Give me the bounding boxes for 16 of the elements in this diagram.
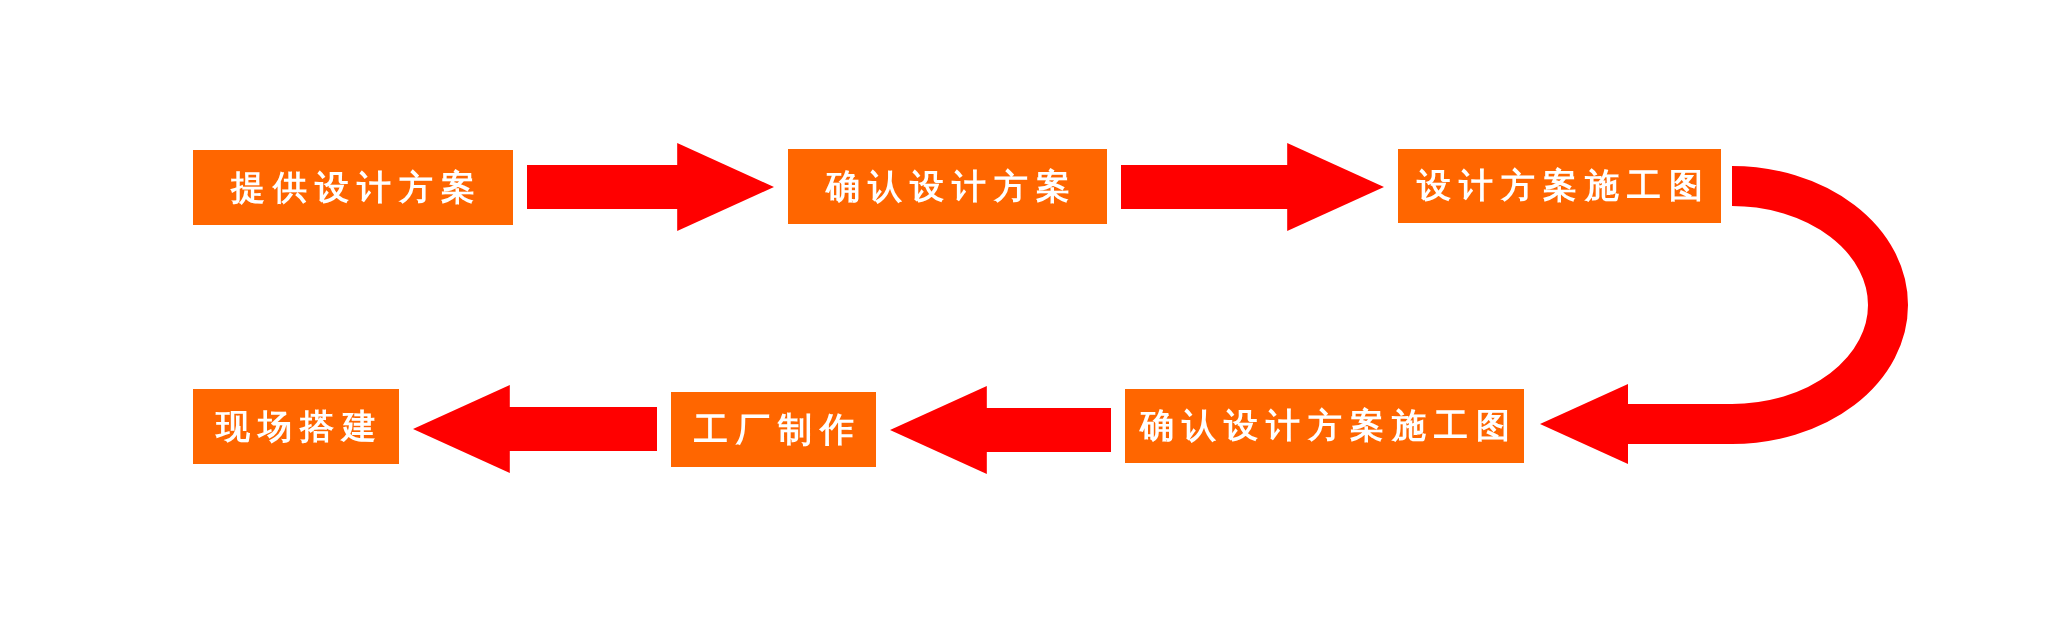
process-box — [193, 150, 513, 225]
process-box — [788, 149, 1107, 224]
step-label: 确认设计方案施工图 — [1138, 407, 1518, 445]
step-label: 现场搭建 — [214, 407, 384, 446]
arrow — [1121, 143, 1384, 231]
arrow — [527, 143, 774, 231]
process-box — [1398, 149, 1721, 223]
step-label: 设计方案施工图 — [1415, 167, 1711, 205]
process-box — [193, 389, 399, 464]
step-label: 工厂制作 — [692, 410, 862, 449]
step-label: 确认设计方案 — [824, 167, 1078, 206]
arrow — [413, 385, 657, 473]
process-box — [1125, 389, 1524, 463]
arrow — [890, 386, 1111, 474]
process-box — [671, 392, 876, 467]
step-label: 提供设计方案 — [229, 168, 483, 207]
